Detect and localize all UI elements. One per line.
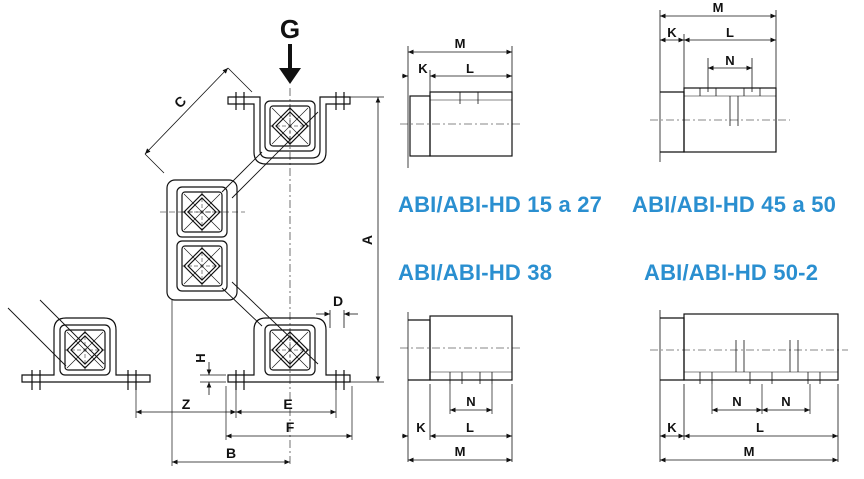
sv2-n-label: N [725,53,734,68]
sv1-m-label: M [455,36,466,51]
dim-e-label: E [283,396,292,412]
middle-mounts [160,179,245,301]
title-abi-50-2: ABI/ABI-HD 50-2 [644,260,819,285]
diagonal-links [221,111,319,365]
sv3-l-label: L [466,420,474,435]
sv3-k-label: K [416,420,426,435]
sv3-m-label: M [455,444,466,459]
sv4-n1-label: N [732,394,741,409]
sv3-n-label: N [466,394,475,409]
sv4-l-label: L [756,420,764,435]
title-abi-45-50: ABI/ABI-HD 45 a 50 [632,192,837,217]
left-single-mount [7,299,151,390]
dim-c-label: C [171,93,189,111]
sv2-k-label: K [667,25,677,40]
sv4-m-label: M [744,444,755,459]
dim-h-label: H [193,353,208,362]
main-assembly-view: G C A D H [7,14,384,466]
sv4-k-label: K [667,420,677,435]
side-view-45-50 [650,10,790,162]
title-abi-15-27: ABI/ABI-HD 15 a 27 [398,192,603,217]
dim-f-label: F [286,419,295,435]
side-view-50-2 [650,310,848,463]
dim-h [200,362,226,395]
dim-z-label: Z [182,396,191,412]
title-abi-38: ABI/ABI-HD 38 [398,260,553,285]
sv1-l-label: L [466,61,474,76]
load-label: G [280,14,300,44]
dim-d-label: D [333,293,343,309]
extension-lines [135,300,353,466]
dim-a-label: A [359,235,375,245]
side-view-38 [400,312,520,463]
dim-c [144,67,253,174]
sv4-n2-label: N [781,394,790,409]
sv1-k-label: K [418,61,428,76]
sv2-m-label: M [713,0,724,15]
dim-a [350,96,384,383]
bottom-mount [227,317,351,390]
dim-d [316,310,358,328]
dim-b-label: B [226,445,236,461]
sv2-l-label: L [726,25,734,40]
load-arrow [279,44,301,84]
side-view-15-27 [400,46,520,168]
top-mount [227,92,351,165]
